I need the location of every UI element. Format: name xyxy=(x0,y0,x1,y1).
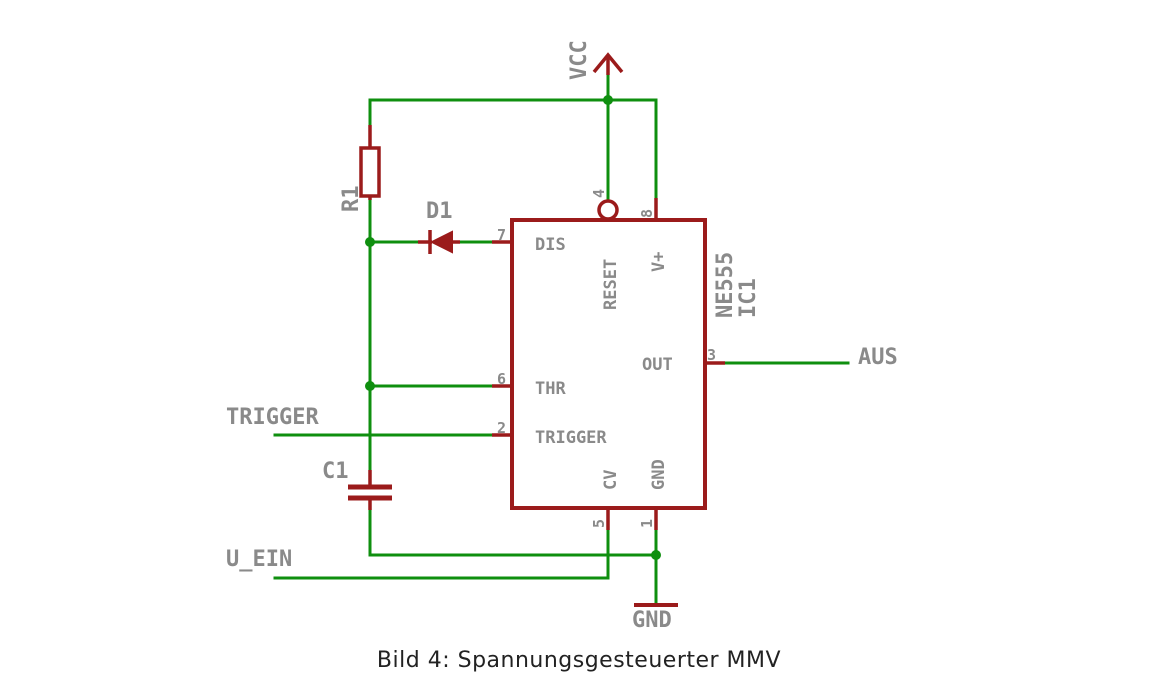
junction-gnd xyxy=(651,550,661,560)
ic-ref-label: IC1 xyxy=(736,278,761,318)
trigger-label: TRIGGER xyxy=(226,405,319,430)
diode-d1-label: D1 xyxy=(426,199,453,224)
capacitor-c1 xyxy=(348,470,392,510)
pin-number-thr: 6 xyxy=(497,370,506,388)
wire-cv xyxy=(273,528,610,580)
resistor-r1 xyxy=(359,125,381,200)
pin-name-thr: THR xyxy=(535,379,566,399)
junction-thr xyxy=(365,381,375,391)
pin-reset-bubble xyxy=(597,199,619,221)
wire-vcc-top xyxy=(368,98,658,220)
ic1-ne555 xyxy=(492,198,725,530)
pin-number-trig: 2 xyxy=(497,419,506,437)
pin-number-cv: 5 xyxy=(590,519,608,528)
gnd-label: GND xyxy=(632,608,672,633)
pin-number-out: 3 xyxy=(707,346,716,364)
pin-name-vplus: V+ xyxy=(649,252,669,272)
pin-number-gnd: 1 xyxy=(638,519,656,528)
figure-caption: Bild 4: Spannungsgesteuerter MMV xyxy=(376,648,782,673)
vcc-symbol xyxy=(592,52,624,75)
resistor-r1-label: R1 xyxy=(339,186,364,213)
schematic-diagram: VCC R1 D1 C1 DIS THR TRIGGER OUT RE xyxy=(226,40,898,633)
pin-number-reset: 4 xyxy=(590,189,608,198)
pin-number-vplus: 8 xyxy=(638,209,656,218)
pin-name-gnd: GND xyxy=(649,459,669,490)
output-label: AUS xyxy=(858,345,898,370)
capacitor-c1-label: C1 xyxy=(322,459,349,484)
pin-name-cv: CV xyxy=(601,470,621,490)
diode-d1 xyxy=(418,230,460,254)
input-label: U_EIN xyxy=(226,547,292,572)
pin-number-dis: 7 xyxy=(497,226,506,244)
junction-vcc xyxy=(603,95,613,105)
junction-dis xyxy=(365,237,375,247)
pin-name-dis: DIS xyxy=(535,235,566,255)
pin-name-reset: RESET xyxy=(601,259,621,310)
pin-name-out: OUT xyxy=(642,355,673,375)
vcc-label: VCC xyxy=(567,40,592,80)
pin-name-trigger: TRIGGER xyxy=(535,428,607,448)
ic-part-label: NE555 xyxy=(713,252,738,318)
